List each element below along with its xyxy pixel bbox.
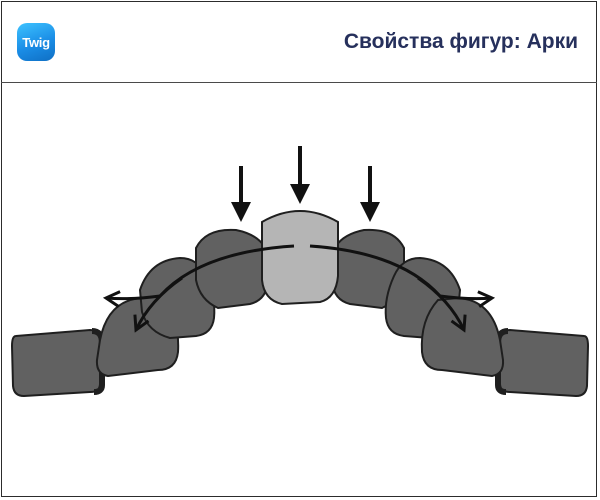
keystone (261, 210, 339, 306)
slide-title: Свойства фигур: Арки (343, 30, 578, 53)
arch-stone-left-2 (195, 228, 270, 310)
header-divider (1, 82, 597, 83)
twig-logo: Twig (17, 23, 55, 61)
arch-stone-right-4 (420, 296, 505, 378)
thrust-curve-right-inner (417, 276, 464, 330)
thrust-curve-left-inner (136, 276, 183, 330)
end-block-right (495, 328, 590, 398)
end-block-left (10, 328, 105, 398)
